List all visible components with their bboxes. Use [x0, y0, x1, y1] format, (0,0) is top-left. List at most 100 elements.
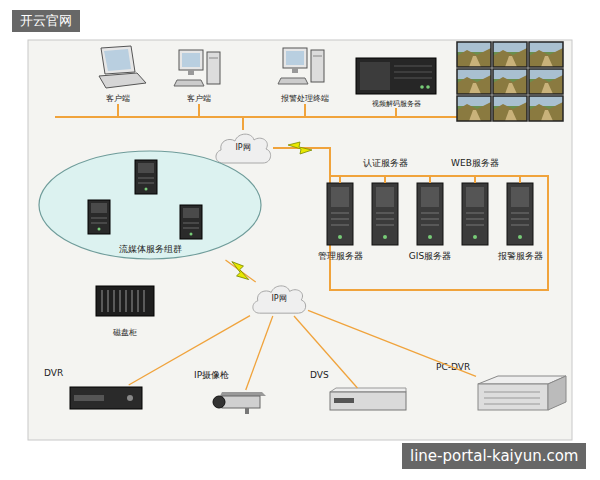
- camera-icon: [220, 392, 266, 396]
- ellipse-shape: [39, 151, 261, 259]
- network-link: [273, 148, 475, 183]
- node-label: IP网: [213, 144, 273, 153]
- camera-icon: [222, 396, 260, 408]
- disk-cabinet-icon: [96, 286, 154, 316]
- watermark: line-portal-kaiyun.com: [402, 443, 586, 469]
- device-box: DVS: [330, 388, 406, 412]
- node-label: 认证服务器: [363, 159, 408, 169]
- desktop-icon: [311, 50, 324, 82]
- node-label: WEB服务器: [451, 159, 499, 169]
- rack-server-icon: [394, 66, 432, 67]
- node-label: 报警服务器: [498, 252, 543, 262]
- network-cloud: IP网: [250, 282, 308, 316]
- node-label: 流媒体服务组群: [38, 245, 262, 255]
- network-cloud: IP网: [213, 130, 273, 166]
- server-tower: [372, 183, 398, 245]
- disk-cabinet: 磁盘柜: [88, 282, 162, 338]
- ellipse-shape: [38, 150, 262, 260]
- network-link: [294, 316, 357, 388]
- node-label: 磁盘柜: [88, 329, 162, 338]
- desktop-icon: [283, 48, 307, 68]
- pc-dvr-icon: [478, 376, 566, 410]
- pc-dvr-icon: [478, 384, 548, 410]
- dvr-icon: [70, 387, 142, 409]
- video-tile: [493, 42, 527, 67]
- node-label: IP网: [250, 295, 308, 304]
- desktop-icon: [188, 70, 194, 75]
- video-tile: [457, 42, 491, 67]
- watermark: 开云官网: [12, 10, 80, 32]
- rack-server-icon: [360, 62, 390, 90]
- rack-server-icon: [420, 85, 424, 89]
- video-wall: [457, 42, 563, 121]
- client-terminal: 客户端: [92, 44, 144, 104]
- desktop-icon: [182, 53, 200, 67]
- desktop-icon: [313, 56, 322, 57]
- node-label: 报警处理终端: [272, 95, 338, 104]
- desktop-icon: [174, 50, 220, 86]
- network-bus: [55, 116, 460, 118]
- network-link: [199, 104, 243, 130]
- client-terminal: 客户端: [175, 46, 223, 104]
- desktop-icon: [278, 48, 324, 84]
- server-tower: [507, 183, 533, 245]
- network-link: [273, 148, 520, 183]
- decoder-server: 视频解码服务器: [350, 55, 442, 108]
- stream-server: [135, 160, 157, 194]
- camera-icon: [213, 392, 266, 414]
- dvs-icon: [334, 398, 354, 403]
- pc-dvr-icon: [484, 392, 540, 404]
- rack-server-icon: [356, 58, 436, 94]
- network-link: [308, 310, 476, 376]
- disk-cabinet-icon: [96, 286, 154, 316]
- dvs-icon: [330, 388, 406, 392]
- alarm-terminal: 报警处理终端: [272, 44, 338, 104]
- pc-dvr-icon: [478, 376, 566, 384]
- desktop-icon: [278, 78, 308, 84]
- dvs-icon: [330, 392, 406, 410]
- dvr-icon: [74, 395, 104, 401]
- lightning-symbol: [288, 142, 312, 154]
- node-label: 视频解码服务器: [350, 101, 442, 108]
- device-box: DVR: [70, 385, 142, 411]
- network-link: [243, 104, 305, 130]
- stream-server: [180, 205, 202, 239]
- pc-dvr-icon: [548, 376, 566, 410]
- video-tile: [457, 69, 491, 94]
- laptop-icon: [101, 46, 135, 74]
- dvs-icon: [330, 388, 406, 410]
- video-tile: [529, 96, 563, 121]
- network-link: [118, 104, 243, 130]
- camera-icon: [213, 396, 225, 408]
- video-tile: [493, 69, 527, 94]
- node-label: DVS: [310, 371, 329, 381]
- server-group: 流媒体服务组群: [38, 150, 262, 260]
- server-box: GIS服务器: [417, 183, 443, 245]
- rack-server-icon: [394, 72, 432, 73]
- diagram-frame: [28, 40, 572, 440]
- node-label: DVR: [44, 369, 63, 379]
- video-tile: [529, 69, 563, 94]
- server-towers: [327, 183, 533, 245]
- dvr-icon: [70, 387, 142, 409]
- server-bus: [330, 176, 548, 290]
- node-label: IP摄像枪: [194, 371, 229, 381]
- video-tile: [493, 96, 527, 121]
- network-link: [273, 148, 385, 183]
- server-tower: [462, 183, 488, 245]
- stream-servers: [88, 160, 202, 239]
- dvr-icon: [127, 395, 133, 401]
- laptop-icon: [99, 73, 146, 88]
- node-label: GIS服务器: [409, 252, 451, 262]
- lightning-symbol: [227, 259, 254, 283]
- server-tower: [327, 183, 353, 245]
- video-tile: [457, 96, 491, 121]
- desktop-icon: [179, 50, 203, 70]
- desktop-icon: [292, 68, 298, 73]
- rack-server-icon: [356, 58, 436, 94]
